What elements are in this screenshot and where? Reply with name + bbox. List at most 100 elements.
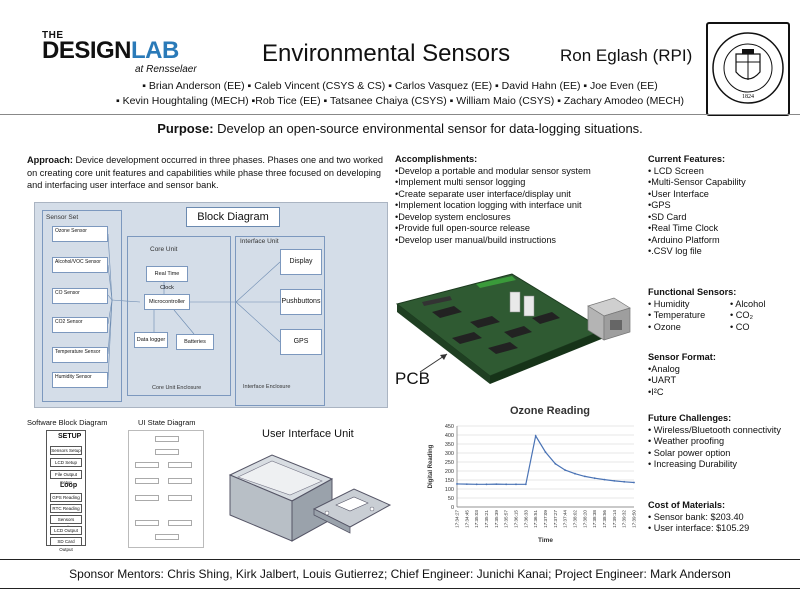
- sensor-format-item: •I²C: [648, 386, 664, 397]
- ui-state-node: [155, 436, 179, 442]
- sensor-box: Humidity Sensor: [52, 372, 108, 388]
- ozone-data-point: [456, 483, 458, 485]
- accomplishment-item: •Develop user manual/build instructions: [395, 234, 557, 245]
- sw-loop-item: SD Card Output: [50, 537, 82, 552]
- microcontroller-box: Microcontroller: [144, 294, 190, 310]
- cost-section: Cost of Materials: • Sensor bank: $203.4…: [648, 500, 798, 535]
- ozone-data-point: [583, 475, 586, 478]
- x-tick-label: 17:38:02: [573, 510, 578, 528]
- sensor-format-title: Sensor Format:: [648, 352, 716, 362]
- ui-state-node: [155, 534, 179, 540]
- accomplishment-item: •Create separate user interface/display …: [395, 188, 571, 199]
- sensor-box: Alcohol/VOC Sensor: [52, 257, 108, 273]
- ui-state-node: [168, 520, 192, 526]
- sensor-box: Ozone Sensor: [52, 226, 108, 242]
- x-tick-label: 17:35:39: [494, 510, 499, 528]
- interface-unit-label: Interface Unit: [240, 238, 279, 245]
- logo-lab: LAB: [131, 37, 179, 64]
- ui-state-node: [168, 462, 192, 468]
- x-tick-label: 17:36:15: [514, 510, 519, 528]
- software-diagram-title: Software Block Diagram: [27, 418, 108, 427]
- sensor-box: CO Sensor: [52, 288, 108, 304]
- y-tick-label: 350: [445, 442, 454, 448]
- pcb-board: [395, 273, 606, 384]
- enclosure-lid: [312, 488, 392, 534]
- x-tick-label: 17:37:44: [563, 510, 568, 528]
- x-tick-label: 17:36:33: [523, 510, 528, 528]
- seal-year: 1824: [742, 94, 754, 100]
- pcb-label: PCB: [395, 369, 430, 388]
- sensor-format-item: •UART: [648, 375, 677, 385]
- ozone-data-point: [505, 483, 508, 486]
- purpose-statement: Purpose: Develop an open-source environm…: [0, 121, 800, 136]
- loop-label: Loop: [60, 482, 78, 489]
- ozone-data-point: [574, 472, 576, 475]
- feature-item: •Real Time Clock: [648, 223, 719, 233]
- ui-unit-enclosure-image: [228, 454, 392, 542]
- cost-item: • Sensor bank: $203.40: [648, 511, 744, 522]
- feature-item: •Multi-Sensor Capability: [648, 177, 746, 187]
- sensor-box: Temperature Sensor: [52, 347, 108, 363]
- sensor-format-item: •Analog: [648, 363, 680, 374]
- pcb-headers: [422, 276, 516, 306]
- x-tick-label: 17:38:20: [582, 510, 587, 528]
- ozone-data-point: [495, 483, 498, 486]
- header-divider: [0, 114, 800, 115]
- ozone-data-point: [475, 483, 478, 486]
- accomplishment-item: •Implement location logging with interfa…: [395, 200, 582, 210]
- sensor-set-label: Sensor Set: [46, 214, 79, 221]
- ui-state-node: [135, 520, 159, 526]
- pcb-capacitors: [509, 291, 535, 317]
- ozone-data-point: [623, 480, 626, 483]
- sw-loop-item: GPS Reading: [50, 493, 82, 502]
- functional-sensor-item: • CO: [730, 321, 750, 332]
- ozone-data-point: [603, 478, 606, 481]
- sw-loop-item: LCD Output: [50, 526, 82, 535]
- sensor-box: CO2 Sensor: [52, 317, 108, 333]
- functional-sensor-item: • Humidity: [648, 298, 690, 309]
- sensor-set-group: [42, 210, 122, 402]
- core-unit-group: [127, 236, 231, 396]
- feature-item: • LCD Screen: [648, 165, 704, 176]
- x-tick-label: 17:39:50: [632, 510, 637, 528]
- accomplishment-item: •Implement multi sensor logging: [395, 177, 526, 187]
- designlab-logo: DESIGNLAB: [42, 37, 179, 65]
- ozone-data-point: [613, 480, 616, 482]
- ui-state-node: [135, 478, 159, 484]
- y-tick-label: 400: [445, 433, 454, 439]
- logo-the: THE: [42, 30, 64, 41]
- x-tick-label: 17:37:27: [553, 510, 558, 528]
- x-tick-label: 17:36:51: [533, 510, 538, 528]
- accomplishments-section: Accomplishments: •Develop a portable and…: [395, 154, 635, 246]
- logo-design: DESIGN: [42, 37, 132, 64]
- ui-state-node: [168, 478, 192, 484]
- x-tick-label: 17:35:57: [504, 510, 509, 528]
- y-tick-label: 300: [445, 451, 454, 457]
- x-tick-label: 17:38:38: [592, 510, 597, 528]
- ui-state-node: [168, 495, 192, 501]
- y-tick-label: 200: [445, 469, 454, 475]
- accomplishments-title: Accomplishments:: [395, 154, 478, 164]
- x-tick-label: 17:34:27: [455, 510, 460, 528]
- core-unit-label: Core Unit: [150, 246, 178, 253]
- ozone-data-point: [564, 469, 567, 471]
- block-diagram-title: Block Diagram: [186, 207, 280, 227]
- current-features-title: Current Features:: [648, 154, 726, 164]
- x-tick-label: 17:34:45: [464, 510, 469, 528]
- x-tick-label: 17:38:56: [602, 510, 607, 528]
- ozone-data-point: [554, 462, 557, 465]
- x-tick-label: 17:39:32: [622, 510, 627, 528]
- cost-item: • User interface: $105.29: [648, 523, 750, 533]
- feature-item: •.CSV log file: [648, 246, 702, 256]
- functional-sensor-item: • CO₂: [730, 310, 754, 320]
- functional-sensors-section: Functional Sensors: • Humidity • Tempera…: [648, 287, 798, 333]
- rpi-seal: 1824: [706, 22, 790, 116]
- ozone-data-point: [465, 483, 468, 486]
- purpose-text: Develop an open-source environmental sen…: [217, 121, 643, 136]
- poster-author: Ron Eglash (RPI): [560, 46, 693, 65]
- team-names-line2: ▪ Kevin Houghtaling (MECH) ▪Rob Tice (EE…: [115, 95, 685, 107]
- x-tick-label: 17:37:09: [543, 510, 548, 528]
- functional-sensor-item: • Ozone: [648, 321, 681, 332]
- ozone-data-point: [544, 451, 547, 453]
